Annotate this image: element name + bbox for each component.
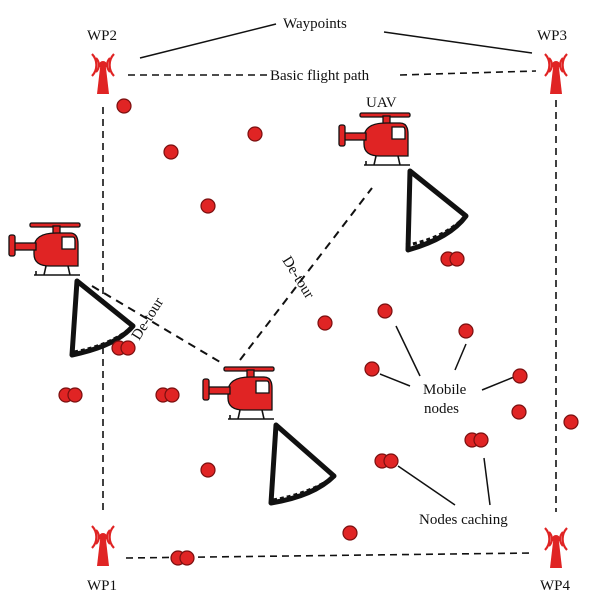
waypoints-pointer-left <box>139 23 277 59</box>
mobile-nodes-label-line1: Mobile <box>423 382 467 398</box>
helicopter-uav-icon <box>202 366 275 420</box>
wp1-label: WP1 <box>87 578 117 594</box>
mobile-pointer-3 <box>379 373 411 387</box>
mobile-pointer-2 <box>454 343 467 371</box>
caching-pointer-2 <box>483 457 491 506</box>
uav-label: UAV <box>366 95 397 111</box>
camera-cone-icon <box>405 168 469 253</box>
nodes-caching-label: Nodes caching <box>419 512 508 528</box>
wp3-label: WP3 <box>537 28 567 44</box>
waypoints-label: Waypoints <box>283 16 347 32</box>
wp4-label: WP4 <box>540 578 571 594</box>
helicopter-uav-icon <box>8 222 81 276</box>
camera-cone-icon <box>268 422 337 506</box>
antenna-tower-icon <box>90 524 116 568</box>
flight-path-bottom <box>125 552 533 559</box>
mobile-pointer-4 <box>481 376 515 391</box>
antenna-tower-icon <box>543 52 569 96</box>
mobile-nodes-label-line2: nodes <box>424 401 459 417</box>
basic-flight-path-label: Basic flight path <box>270 68 370 84</box>
caching-pointer-1 <box>397 465 456 506</box>
camera-cone-icon <box>69 278 136 358</box>
flight-path-top-right <box>399 70 537 76</box>
antenna-tower-icon <box>543 526 569 570</box>
wp2-label: WP2 <box>87 28 117 44</box>
detour-label-right: De-tour <box>279 254 317 302</box>
helicopter-uav-icon <box>338 112 411 166</box>
detour-label-left: De-tour <box>129 295 167 343</box>
caching-node-pairs <box>58 251 489 566</box>
waypoints-pointer-right <box>383 31 533 54</box>
mobile-pointer-1 <box>395 325 421 377</box>
mobile-nodes <box>116 98 579 541</box>
detour-path-left <box>91 285 221 363</box>
antenna-tower-icon <box>90 52 116 96</box>
